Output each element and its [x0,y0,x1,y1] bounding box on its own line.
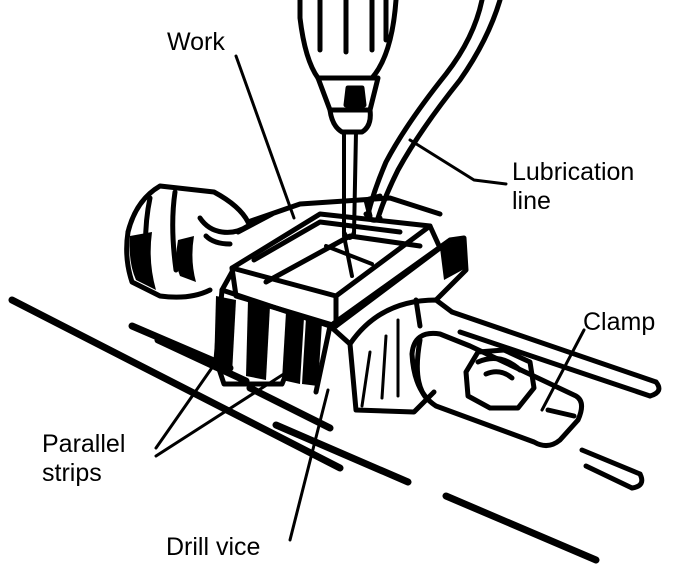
vice-shadow-hatch [360,318,400,408]
leader-drill-vice [288,388,330,542]
label-lubrication-line-2: line [512,187,551,215]
leader-lines [154,54,586,542]
label-parallel-strips: Parallel strips [42,430,125,488]
leader-parallel-2 [154,368,292,458]
tslot-bar [449,309,662,491]
label-clamp: Clamp [583,308,655,337]
label-clamp-text: Clamp [583,308,656,336]
label-lubrication-line-1: Lubrication [512,158,635,186]
leader-lubrication [408,138,508,186]
clamp-nut [463,347,537,411]
label-parallel-strips-1: Parallel [42,430,126,458]
drill-bit [342,130,358,240]
label-work-text: Work [167,28,225,56]
rear-fixture-shadow [129,232,196,290]
clamp [409,330,584,448]
parallel-strip-blocks [214,236,466,386]
label-parallel-strips-2: strips [42,459,102,487]
label-drill-vice: Drill vice [166,533,260,562]
drill-chuck [297,0,399,135]
leader-parallel-1 [154,360,218,450]
rear-fixture [124,183,443,300]
leader-work [234,54,296,220]
label-work: Work [167,28,225,57]
table-edge-lines [8,296,600,564]
label-drill-vice-text: Drill vice [166,533,261,561]
center-mark-x [324,234,374,278]
label-lubrication-line: Lubrication line [512,158,634,216]
leader-clamp [540,328,586,412]
